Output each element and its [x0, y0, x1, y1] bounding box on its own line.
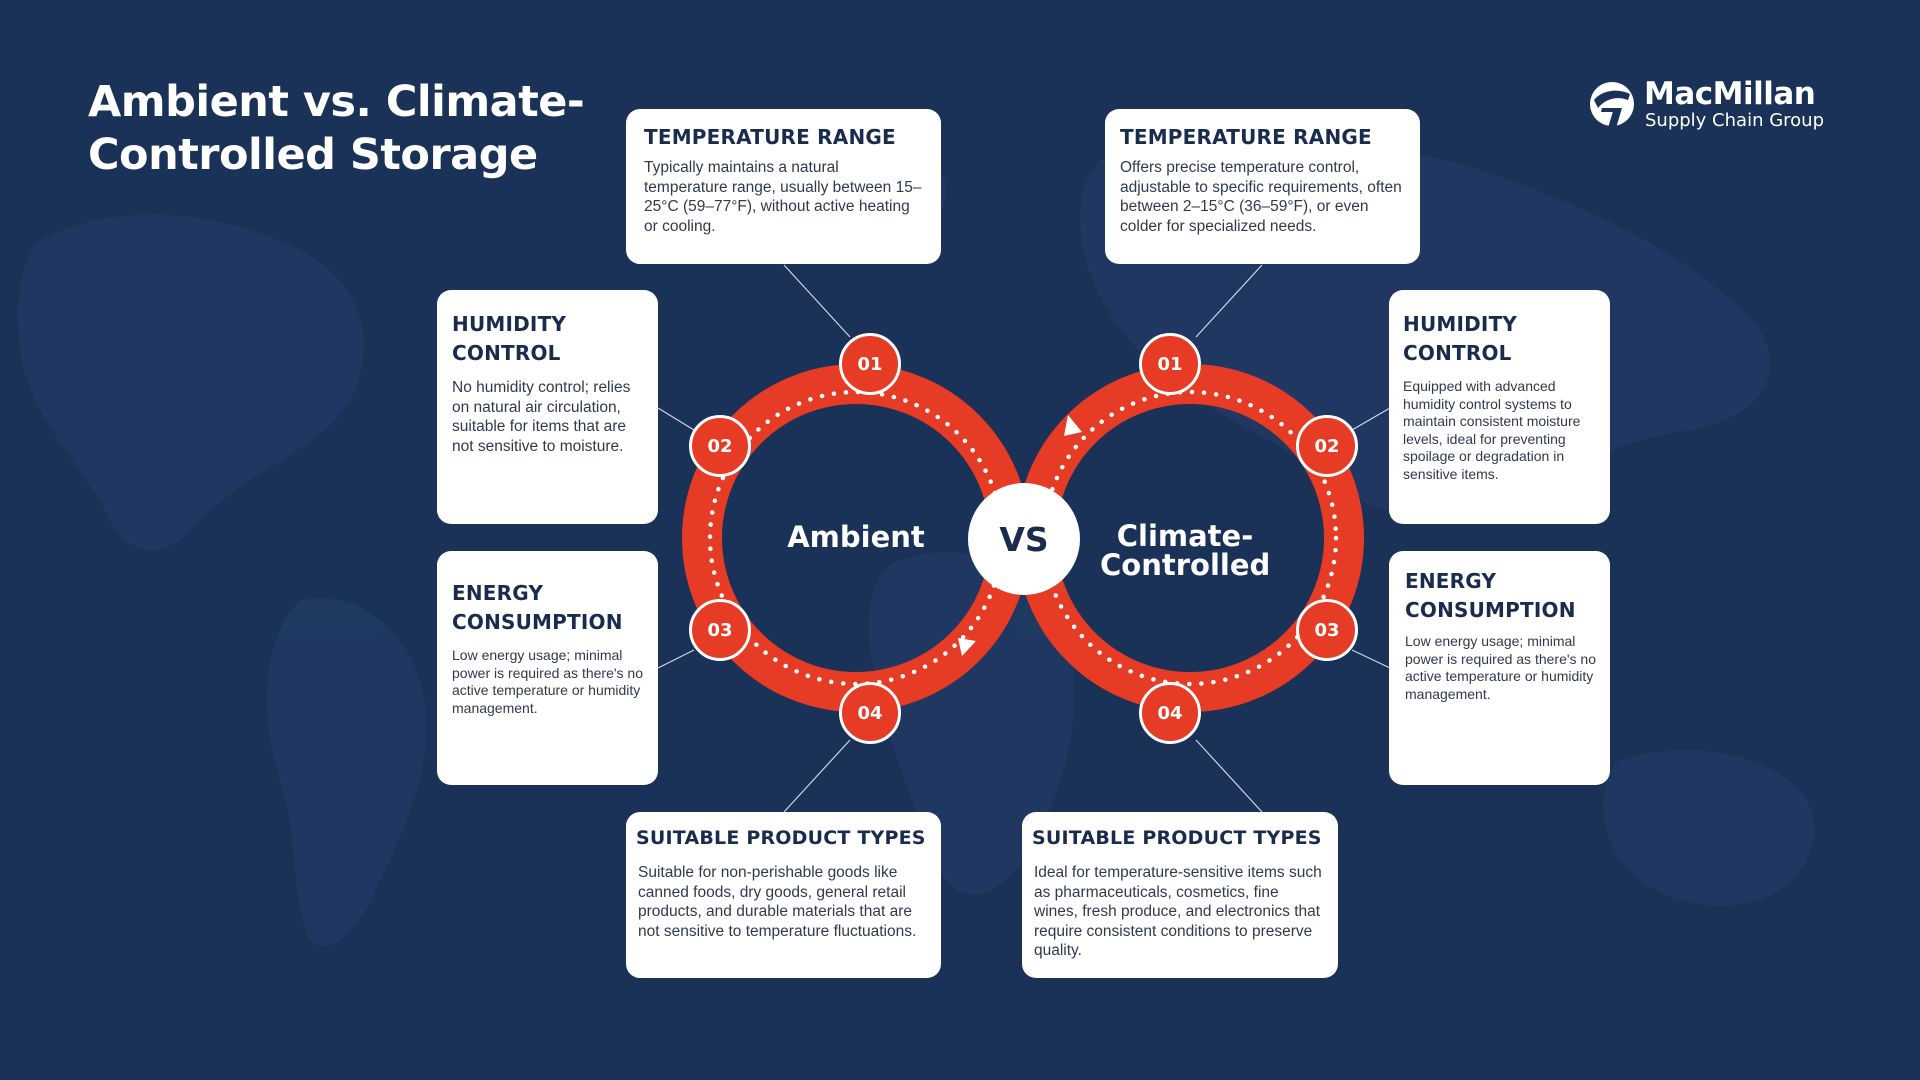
flow-arrow-icon	[1064, 415, 1082, 436]
ambient-temperature-card: TEMPERATURE RANGE Typically maintains a …	[626, 109, 941, 264]
ambient-energy-card: ENERGY CONSUMPTION Low energy usage; min…	[437, 551, 658, 785]
vs-badge: VS	[968, 483, 1080, 595]
climate-humidity-card: HUMIDITY CONTROL Equipped with advanced …	[1389, 290, 1610, 524]
ambient-humidity-card: HUMIDITY CONTROL No humidity control; re…	[437, 290, 658, 524]
card-text: Low energy usage; minimal power is requi…	[452, 647, 643, 716]
connector-line	[657, 407, 695, 431]
ambient-products-card: SUITABLE PRODUCT TYPES Suitable for non-…	[626, 812, 941, 978]
ambient-badge-03: 03	[689, 599, 751, 661]
card-text: Equipped with advanced humidity control …	[1403, 378, 1581, 482]
climate-badge-03: 03	[1296, 599, 1358, 661]
logo-mark-icon	[1590, 82, 1634, 128]
connector-line	[1195, 264, 1263, 338]
climate-controlled-label: Climate-Controlled	[1100, 519, 1271, 582]
logo-subtitle: Supply Chain Group	[1645, 110, 1824, 131]
ambient-label: Ambient	[787, 520, 925, 554]
ambient-badge-04: 04	[839, 682, 901, 744]
card-text: Typically maintains a natural temperatur…	[644, 159, 922, 235]
connector-line	[783, 739, 851, 813]
connector-line	[1351, 407, 1391, 431]
ambient-badge-01: 01	[839, 333, 901, 395]
card-text: Suitable for non-perishable goods like c…	[638, 864, 917, 940]
card-title: TEMPERATURE RANGE	[1120, 125, 1372, 149]
card-title: SUITABLE PRODUCT TYPES	[636, 827, 926, 849]
connector-line	[1351, 649, 1391, 669]
card-title: ENERGY CONSUMPTION	[1405, 569, 1576, 622]
logo-name: MacMillan	[1644, 76, 1816, 112]
climate-badge-01: 01	[1139, 333, 1201, 395]
flow-arrow-icon	[958, 638, 976, 656]
ambient-badge-02: 02	[689, 415, 751, 477]
card-text: Ideal for temperature-sensitive items su…	[1034, 864, 1322, 959]
climate-energy-card: ENERGY CONSUMPTION Low energy usage; min…	[1389, 551, 1610, 785]
card-title: SUITABLE PRODUCT TYPES	[1032, 827, 1322, 849]
card-title: HUMIDITY CONTROL	[1403, 312, 1518, 365]
card-title: ENERGY CONSUMPTION	[452, 581, 623, 634]
card-text: Offers precise temperature control, adju…	[1120, 159, 1402, 235]
page-title: Ambient vs. Climate-Controlled Storage	[88, 77, 585, 180]
company-logo: MacMillan Supply Chain Group	[1588, 76, 1828, 136]
connector-line	[657, 649, 695, 669]
connector-line	[783, 264, 851, 338]
card-text: Low energy usage; minimal power is requi…	[1405, 633, 1596, 702]
connector-line	[1195, 739, 1263, 813]
climate-products-card: SUITABLE PRODUCT TYPES Ideal for tempera…	[1022, 812, 1338, 978]
card-text: No humidity control; relies on natural a…	[452, 379, 631, 455]
card-title: HUMIDITY CONTROL	[452, 312, 567, 365]
climate-badge-02: 02	[1296, 415, 1358, 477]
climate-badge-04: 04	[1139, 682, 1201, 744]
climate-temperature-card: TEMPERATURE RANGE Offers precise tempera…	[1105, 109, 1420, 264]
card-title: TEMPERATURE RANGE	[644, 125, 896, 149]
